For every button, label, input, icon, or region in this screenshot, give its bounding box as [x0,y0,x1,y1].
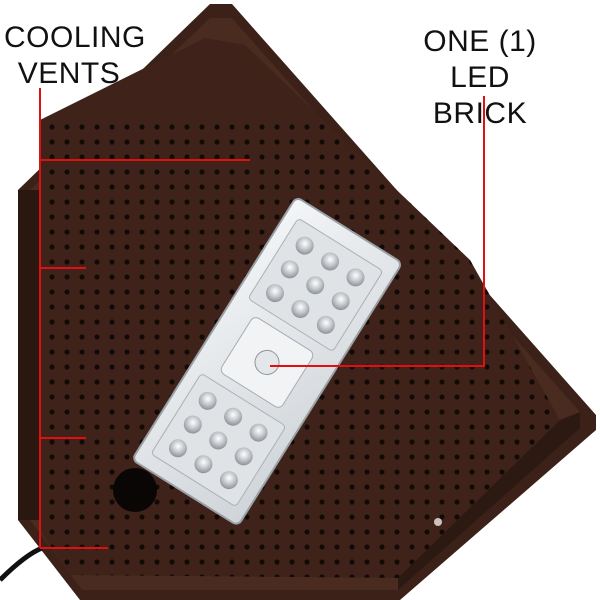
led-brick-callout-line [270,96,485,367]
cooling-vents-label: COOLING VENTS [4,20,146,92]
led-brick-module [133,198,401,525]
cooling-vents-label-line2: VENTS [17,57,121,90]
screw-head [434,518,442,526]
led-brick-label-line1: ONE (1) [423,25,537,58]
led-array-bottom [168,391,268,490]
led-brick-label: ONE (1) LED BRICK [400,24,560,132]
led-array-top [265,236,365,334]
sensor-port [113,468,157,512]
cooling-vents-label-line1: COOLING [4,21,146,54]
power-cable [0,545,44,582]
cooling-vents-callout-lines [39,88,250,549]
led-brick-label-line2: LED BRICK [432,61,528,130]
